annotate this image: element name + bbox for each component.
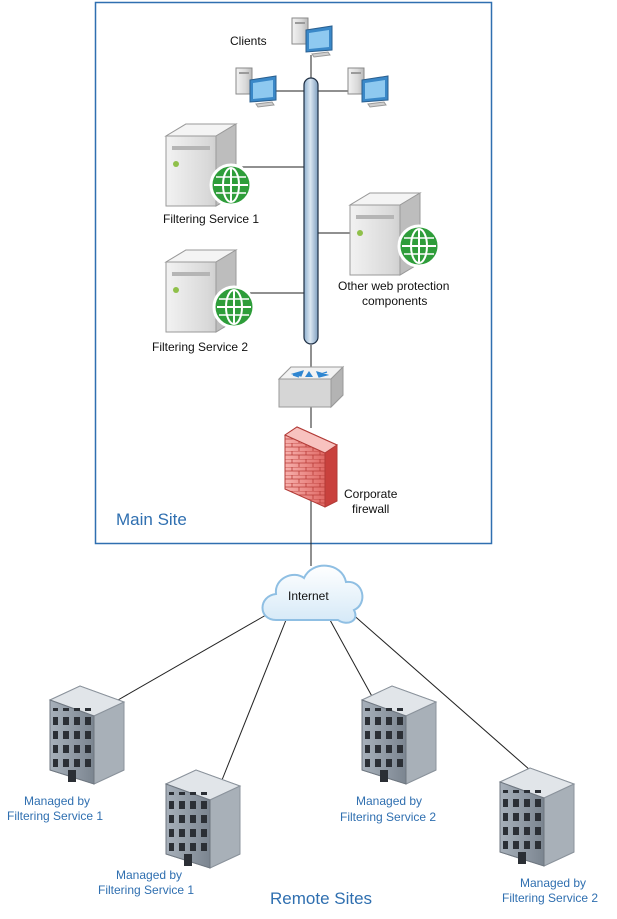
other-components-label-line-1: Other web protection — [338, 279, 449, 293]
building-3-label-line-2: Filtering Service 2 — [340, 810, 436, 824]
internet-label: Internet — [288, 589, 329, 603]
remote-sites-title: Remote Sites — [270, 889, 372, 908]
remote-building-icon — [164, 769, 242, 869]
clients-label: Clients — [230, 34, 267, 48]
building-3-label-line-1: Managed by — [356, 794, 422, 808]
remote-building-icon — [360, 685, 438, 785]
other-components-label-line-2: components — [362, 294, 427, 308]
main-site-boundary — [94, 1, 493, 545]
router-icon — [277, 365, 345, 409]
client-computer-icon — [291, 17, 333, 58]
firewall-label-line-1: Corporate — [344, 487, 398, 501]
globe-icon — [212, 285, 256, 329]
globe-icon — [209, 163, 253, 207]
building-1-label-line-2: Filtering Service 1 — [7, 809, 103, 823]
firewall-label-line-2: firewall — [352, 502, 389, 516]
building-4-label-line-1: Managed by — [520, 876, 586, 890]
building-2-label-line-2: Filtering Service 1 — [98, 883, 194, 897]
internet-cloud-icon — [261, 564, 364, 624]
client-computer-icon — [347, 67, 389, 108]
remote-building-icon — [498, 767, 576, 867]
building-2-label-line-1: Managed by — [116, 868, 182, 882]
filtering-service-1-label: Filtering Service 1 — [163, 212, 259, 226]
globe-icon — [397, 224, 441, 268]
remote-building-icon — [48, 685, 126, 785]
building-1-label-line-1: Managed by — [24, 794, 90, 808]
main-site-title: Main Site — [116, 510, 187, 529]
client-computer-icon — [235, 67, 277, 108]
firewall-icon — [283, 426, 339, 508]
filtering-service-2-label: Filtering Service 2 — [152, 340, 248, 354]
network-backbone — [303, 77, 319, 345]
building-4-label-line-2: Filtering Service 2 — [502, 891, 598, 905]
